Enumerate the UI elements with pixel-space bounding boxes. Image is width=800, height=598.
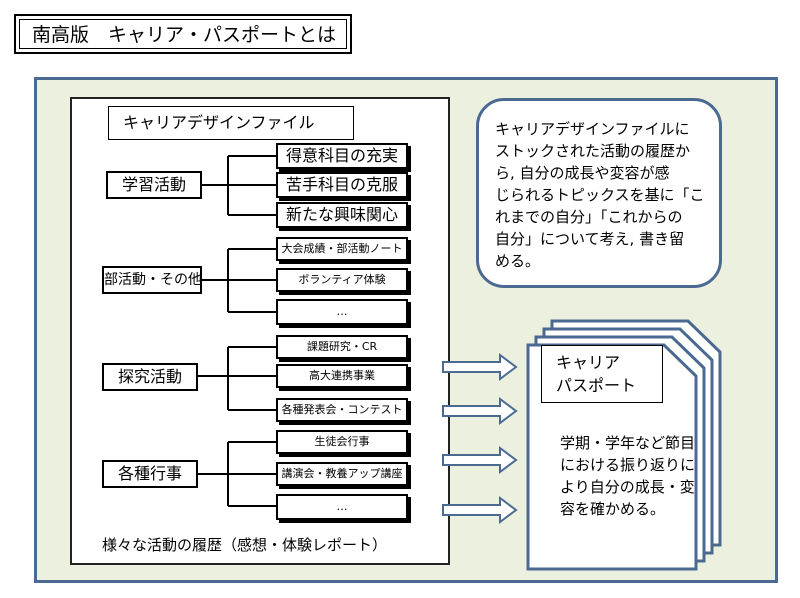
- item-strong-subjects: 得意科目の充実: [276, 143, 408, 169]
- bubble-line: める。: [495, 252, 541, 270]
- bubble-line: れまでの自分」「これからの: [495, 208, 683, 226]
- arrow-3: [442, 446, 518, 474]
- item-student-council: 生徒会行事: [276, 430, 408, 454]
- bubble-line: 自分」について考え, 書き留: [495, 230, 685, 248]
- item-more-club: …: [276, 299, 408, 325]
- arrow-1: [442, 353, 518, 381]
- item-research-cr: 課題研究・CR: [276, 335, 408, 359]
- category-club: 部活動・その他: [102, 266, 202, 294]
- item-university-collab: 高大連携事業: [276, 364, 408, 388]
- flow-arrows: [442, 353, 518, 524]
- item-weak-subjects: 苦手科目の克服: [276, 172, 408, 198]
- career-passport-title: キャリア パスポート: [541, 345, 663, 403]
- item-volunteer: ボランティア体験: [276, 268, 408, 292]
- tree-lines: [198, 155, 276, 507]
- career-design-file-title: キャリアデザインファイル: [108, 106, 354, 140]
- category-events: 各種行事: [102, 460, 198, 488]
- category-inquiry: 探究活動: [102, 363, 198, 391]
- bubble-line: キャリアデザインファイルに: [495, 120, 690, 138]
- item-presentations: 各種発表会・コンテスト: [276, 398, 408, 422]
- arrow-4: [442, 496, 518, 524]
- item-lectures: 講演会・教養アップ講座: [276, 462, 408, 486]
- page-title-frame: 南高版 キャリア・パスポートとは: [14, 14, 352, 54]
- bubble-line: じられるトピックスを基に「こ: [495, 186, 705, 204]
- bubble-line: ストックされた活動の履歴か: [495, 142, 691, 160]
- arrow-2: [442, 397, 518, 425]
- passport-title-line: パスポート: [556, 376, 637, 395]
- item-new-interests: 新たな興味関心: [276, 202, 408, 228]
- category-study: 学習活動: [106, 171, 202, 199]
- item-more-events: …: [276, 494, 408, 520]
- bubble-line: ら, 自分の成長や変容が感: [495, 164, 670, 182]
- page-title: 南高版 キャリア・パスポートとは: [19, 19, 347, 49]
- passport-title-line: キャリア: [556, 353, 621, 372]
- explanation-bubble: キャリアデザインファイルに ストックされた活動の履歴か ら, 自分の成長や変容が…: [476, 98, 722, 288]
- item-tournament-results: 大会成績・部活動ノート: [276, 237, 408, 261]
- activity-history-caption: 様々な活動の履歴（感想・体験レポート）: [102, 536, 388, 554]
- career-passport-description: 学期・学年など節目における振り返りにより自分の成長・変容を確かめる。: [560, 434, 696, 518]
